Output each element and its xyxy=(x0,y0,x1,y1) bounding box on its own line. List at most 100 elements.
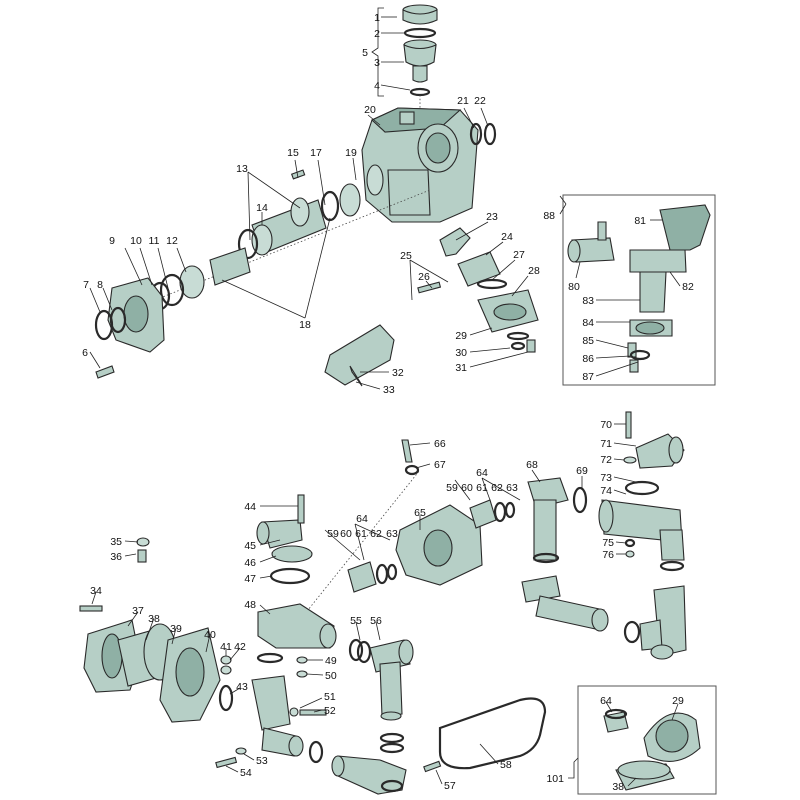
callout: 25 xyxy=(400,250,412,262)
callout: 13 xyxy=(236,163,248,175)
callout: 38 xyxy=(148,613,160,625)
callout: 9 xyxy=(109,235,115,247)
callout-labels: 1 2 3 4 5 6 7 8 9 10 11 12 13 14 15 17 1… xyxy=(82,12,694,793)
callout: 83 xyxy=(582,295,594,307)
callout: 57 xyxy=(444,780,456,792)
callout: 52 xyxy=(324,705,336,717)
callout: 61 xyxy=(355,528,367,540)
callout: 48 xyxy=(244,599,256,611)
callout: 87 xyxy=(582,371,594,383)
callout: 73 xyxy=(600,472,612,484)
callout: 29 xyxy=(672,695,684,707)
callout: 28 xyxy=(528,265,540,277)
callout: 84 xyxy=(582,317,594,329)
callout: 63 xyxy=(506,482,518,494)
callout: 50 xyxy=(325,670,337,682)
callout: 64 xyxy=(356,513,368,525)
callout: 60 xyxy=(340,528,352,540)
callout: 61 xyxy=(476,482,488,494)
callout: 62 xyxy=(370,528,382,540)
callout: 68 xyxy=(526,459,538,471)
crankcase-assembly xyxy=(94,4,539,387)
callout: 6 xyxy=(82,347,88,359)
callout: 17 xyxy=(310,147,322,159)
callout: 76 xyxy=(602,549,614,561)
callout: 40 xyxy=(204,629,216,641)
callout: 64 xyxy=(600,695,612,707)
callout: 8 xyxy=(97,279,103,291)
callout: 12 xyxy=(166,235,178,247)
callout: 39 xyxy=(170,623,182,635)
callout: 51 xyxy=(324,691,336,703)
callout: 4 xyxy=(374,80,380,92)
callout: 21 xyxy=(457,95,469,107)
inset-101-parts xyxy=(603,708,701,791)
callout: 71 xyxy=(600,438,612,450)
callout: 14 xyxy=(256,202,268,214)
callout: 59 xyxy=(327,528,339,540)
callout: 27 xyxy=(513,249,525,261)
callout: 45 xyxy=(244,540,256,552)
callout: 62 xyxy=(491,482,503,494)
callout: 47 xyxy=(244,573,256,585)
callout: 88 xyxy=(543,210,555,222)
callout: 49 xyxy=(325,655,337,667)
callout: 19 xyxy=(345,147,357,159)
callout: 80 xyxy=(568,281,580,293)
callout: 42 xyxy=(234,641,246,653)
callout: 2 xyxy=(374,28,380,40)
callout: 70 xyxy=(600,419,612,431)
callout: 74 xyxy=(600,485,612,497)
callout: 24 xyxy=(501,231,513,243)
callout: 15 xyxy=(287,147,299,159)
callout: 60 xyxy=(461,482,473,494)
callout: 56 xyxy=(370,615,382,627)
callout: 53 xyxy=(256,755,268,767)
callout: 33 xyxy=(383,384,395,396)
callout: 58 xyxy=(500,759,512,771)
callout: 10 xyxy=(130,235,142,247)
callout: 69 xyxy=(576,465,588,477)
callout: 32 xyxy=(392,367,404,379)
callout: 31 xyxy=(455,362,467,374)
callout: 38 xyxy=(612,781,624,793)
callout: 101 xyxy=(546,773,564,785)
callout: 86 xyxy=(582,353,594,365)
callout: 59 xyxy=(446,482,458,494)
callout: 7 xyxy=(83,279,89,291)
inset-88-parts xyxy=(567,204,711,373)
callout: 82 xyxy=(682,281,694,293)
callout: 55 xyxy=(350,615,362,627)
callout: 46 xyxy=(244,557,256,569)
callout: 44 xyxy=(244,501,256,513)
callout: 26 xyxy=(418,271,430,283)
callout: 35 xyxy=(110,536,122,548)
callout: 34 xyxy=(90,585,102,597)
callout: 65 xyxy=(414,507,426,519)
callout: 72 xyxy=(600,454,612,466)
callout: 67 xyxy=(434,459,446,471)
callout: 41 xyxy=(220,641,232,653)
callout: 37 xyxy=(132,605,144,617)
callout: 63 xyxy=(386,528,398,540)
callout: 64 xyxy=(476,467,488,479)
callout: 1 xyxy=(374,12,380,24)
leader-lines xyxy=(89,7,681,787)
callout: 75 xyxy=(602,537,614,549)
callout: 30 xyxy=(455,347,467,359)
pump-head-assembly xyxy=(79,411,687,795)
callout: 11 xyxy=(149,235,160,247)
callout: 81 xyxy=(634,215,646,227)
callout: 3 xyxy=(374,57,380,69)
callout: 29 xyxy=(455,330,467,342)
callout: 66 xyxy=(434,438,446,450)
callout: 85 xyxy=(582,335,594,347)
callout: 36 xyxy=(110,551,122,563)
callout: 43 xyxy=(236,681,248,693)
callout: 54 xyxy=(240,767,252,779)
callout: 5 xyxy=(362,47,368,59)
callout: 18 xyxy=(299,319,311,331)
callout: 20 xyxy=(364,104,376,116)
callout: 22 xyxy=(474,95,486,107)
